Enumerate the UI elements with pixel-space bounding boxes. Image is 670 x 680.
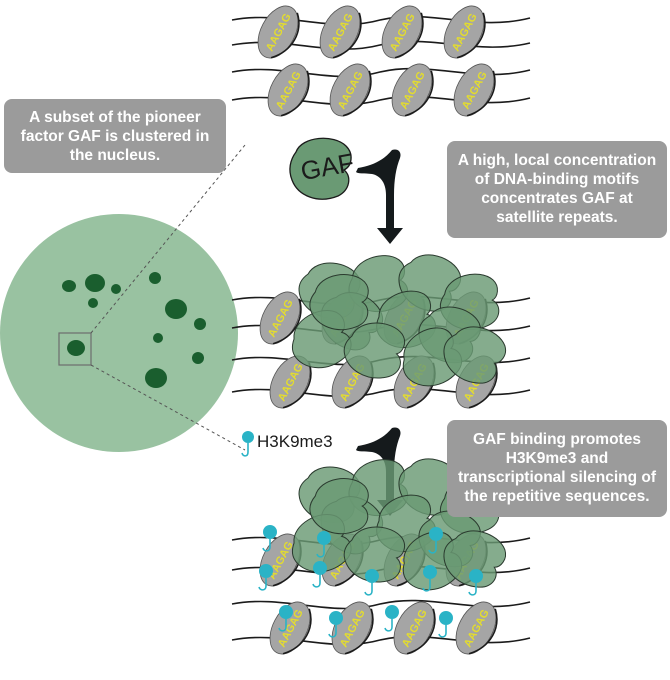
nucleosome: AAGAG — [453, 63, 496, 117]
nucleosome: AAGAG — [319, 5, 362, 59]
h3k9me3-mark — [384, 605, 399, 632]
h3k9me3-mark — [468, 569, 483, 596]
zoom-line-top — [90, 144, 246, 334]
h3k9me3-mark — [312, 561, 327, 588]
gaf-protein — [443, 530, 507, 588]
h3k9me3-label: H3K9me3 — [257, 432, 333, 451]
methyl-marks — [258, 525, 483, 638]
arrow-1 — [356, 149, 403, 244]
nucleosome: AAGAG — [269, 355, 312, 409]
gaf-cluster-2 — [291, 254, 507, 387]
gaf-protein — [443, 326, 507, 384]
nucleosome: AAGAG — [381, 5, 424, 59]
callout-silencing: GAF binding promotes H3K9me3 and transcr… — [447, 420, 667, 517]
nucleosome-row-1b: AAGAG AAGAG AAGAG AAGAG — [267, 63, 496, 117]
h3k9me3-mark — [316, 531, 331, 558]
h3k9me3-legend-icon — [241, 431, 254, 457]
h3k9me3-mark — [364, 569, 379, 596]
nucleosome: AAGAG — [267, 63, 310, 117]
zoom-line-bottom — [90, 364, 246, 451]
h3k9me3-mark — [438, 611, 453, 638]
gaf-protein — [309, 274, 369, 331]
nucleosome: AAGAG — [257, 5, 300, 59]
h3k9me3-mark — [428, 527, 443, 554]
gaf-protein — [343, 526, 405, 583]
nucleosome-row-1a: AAGAG AAGAG AAGAG AAGAG — [257, 5, 486, 59]
zoom-box — [58, 332, 92, 366]
nucleus — [0, 214, 238, 452]
h3k9me3-mark — [328, 611, 343, 638]
gaf-protein — [343, 322, 405, 379]
gaf-clusters — [62, 272, 206, 388]
nucleosome: AAGAG — [391, 63, 434, 117]
nucleosome: AAGAG — [329, 63, 372, 117]
nucleosome: AAGAG — [455, 601, 498, 655]
callout-concentration: A high, local concentration of DNA-bindi… — [447, 141, 667, 238]
gaf-protein-free: GAF — [289, 137, 356, 200]
nucleosome: AAGAG — [393, 601, 436, 655]
h3k9me3-mark — [258, 564, 273, 591]
gaf-protein — [309, 478, 369, 535]
h3k9me3-mark — [422, 565, 437, 592]
nucleosome: AAGAG — [259, 291, 302, 345]
callout-gaf-clustered: A subset of the pioneer factor GAF is cl… — [4, 99, 226, 173]
h3k9me3-mark — [278, 605, 293, 632]
nucleosome: AAGAG — [443, 5, 486, 59]
h3k9me3-mark — [262, 525, 277, 552]
